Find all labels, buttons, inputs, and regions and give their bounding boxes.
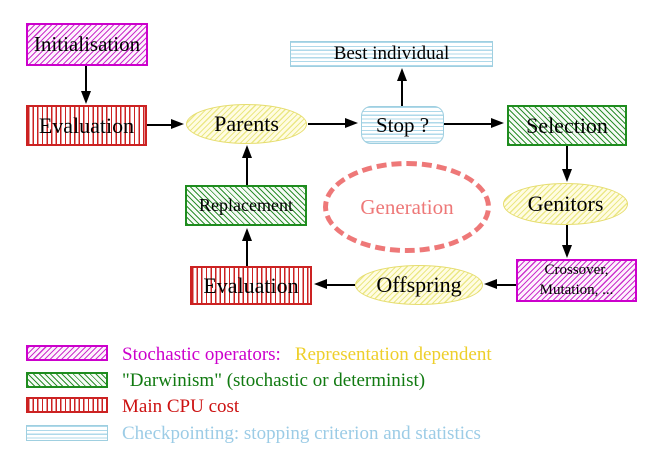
arrow-replacement-to-parents-head	[242, 145, 252, 158]
arrow-offspring-to-evaluation-line	[327, 284, 355, 286]
legend-swatch-main-cpu-cost	[26, 397, 108, 413]
arrow-genitors-to-crossover-line	[566, 225, 568, 246]
arrow-crossover-to-offspring-head	[484, 279, 497, 289]
legend-label-stochastic-operators: Stochastic operators: Representation depe…	[122, 344, 492, 366]
arrow-initialisation-to-evaluation-line	[85, 66, 87, 92]
arrow-replacement-to-parents-line	[246, 158, 248, 185]
arrow-selection-to-genitors-line	[566, 146, 568, 170]
legend-label-stochastic-main: Stochastic operators:	[122, 344, 281, 365]
crossover-line1: Crossover,	[544, 262, 609, 278]
arrow-stop-to-best-individual-line	[401, 81, 403, 106]
legend-label-darwinism: "Darwinism" (stochastic or determinist)	[122, 370, 426, 391]
node-crossover-mutation: Crossover, Mutation, ...	[516, 259, 637, 302]
node-genitors: Genitors	[503, 183, 628, 225]
arrow-parents-to-stop-line	[308, 123, 346, 125]
legend-swatch-darwinism	[26, 372, 108, 388]
arrow-stop-to-best-individual-head	[397, 68, 407, 81]
legend-swatch-checkpointing	[26, 425, 108, 441]
arrow-evaluation-to-replacement-head	[242, 228, 252, 241]
node-evaluation-bottom: Evaluation	[190, 266, 312, 305]
legend-label-representation-dependent: Representation dependent	[294, 344, 492, 365]
node-stop: Stop ?	[361, 106, 444, 144]
arrow-offspring-to-evaluation-head	[314, 279, 327, 289]
legend-swatch-stochastic-operators	[26, 345, 108, 361]
arrow-selection-to-genitors-head	[562, 169, 572, 182]
arrow-evaluation-to-parents-head	[171, 119, 184, 129]
node-parents: Parents	[186, 104, 307, 144]
crossover-line2: Mutation, ...	[539, 281, 614, 298]
arrow-stop-to-selection-line	[444, 123, 491, 125]
node-replacement: Replacement	[185, 185, 307, 226]
arrow-evaluation-to-parents-line	[147, 124, 171, 126]
arrow-stop-to-selection-head	[491, 118, 504, 128]
node-evaluation-top: Evaluation	[26, 105, 147, 146]
node-initialisation: Initialisation	[26, 23, 148, 66]
arrow-initialisation-to-evaluation-head	[81, 91, 91, 104]
legend-label-checkpointing: Checkpointing: stopping criterion and st…	[122, 423, 481, 444]
node-best-individual: Best individual	[290, 41, 493, 67]
generation-cycle-ellipse: Generation	[323, 161, 491, 253]
node-selection: Selection	[507, 105, 627, 146]
node-offspring: Offspring	[355, 265, 483, 305]
arrow-parents-to-stop-head	[345, 118, 358, 128]
arrow-crossover-to-offspring-line	[497, 284, 516, 286]
arrow-genitors-to-crossover-head	[562, 245, 572, 258]
arrow-evaluation-to-replacement-line	[246, 241, 248, 266]
legend-label-main-cpu-cost: Main CPU cost	[122, 396, 240, 417]
